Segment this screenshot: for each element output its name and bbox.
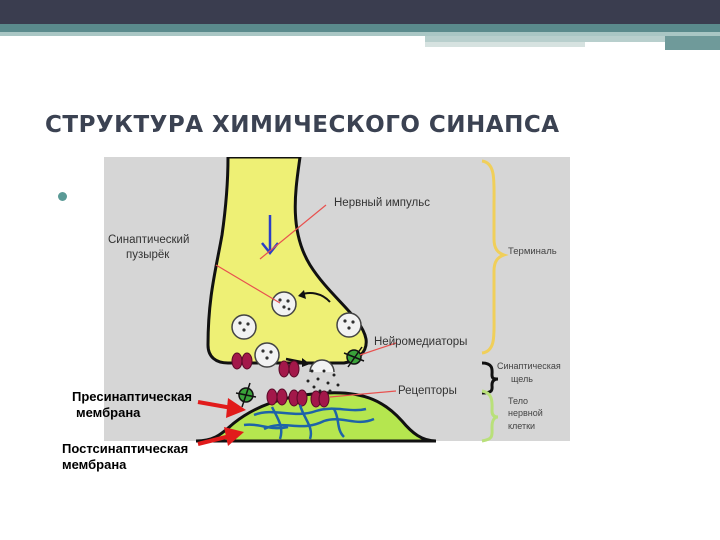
cytoskeleton-filaments — [243, 404, 375, 440]
presynaptic-red-arrow-icon — [197, 400, 233, 410]
arrowhead-icon — [226, 398, 246, 418]
presynaptic-receptor — [288, 360, 300, 378]
postsynaptic-label: Постсинаптическая — [62, 441, 189, 456]
postsynaptic-red-arrow-icon — [197, 434, 231, 446]
label-synaptic-cleft: щель — [511, 374, 533, 384]
pointer-line — [215, 264, 281, 304]
postsynaptic-receptor — [266, 388, 278, 406]
presynaptic-receptor — [241, 352, 253, 370]
synaptic-vesicle — [231, 314, 257, 340]
label-terminal: Терминаль — [508, 246, 557, 257]
synaptic-vesicle — [271, 291, 297, 317]
synapse-diagram: Нервный импульс Синаптический пузырёк Не… — [104, 157, 570, 449]
synaptic-vesicle — [254, 342, 280, 368]
label-synaptic-vesicle: Синаптический — [108, 234, 189, 246]
annotation-arrows — [197, 398, 246, 446]
slide-decor-band — [0, 24, 720, 32]
pointer-line — [259, 204, 327, 260]
presynaptic-receptor — [231, 352, 243, 370]
presynaptic-label: Пресинаптическая — [72, 389, 193, 404]
slide-decor-band — [425, 42, 585, 47]
presynaptic-terminal — [206, 157, 368, 365]
label-cell-body: клетки — [508, 421, 535, 431]
cleft-brace — [481, 361, 499, 395]
slide-decor-band — [665, 36, 720, 50]
fusing-vesicle — [309, 359, 335, 373]
postsynaptic-receptor — [276, 388, 288, 406]
slide-decor-band — [0, 32, 720, 36]
label-nerve-impulse: Нервный импульс — [334, 197, 430, 209]
arrowhead-icon — [302, 358, 310, 367]
postsynaptic-receptor — [318, 390, 330, 408]
label-cell-body: Тело — [508, 396, 528, 406]
postsynaptic-label: мембрана — [62, 457, 127, 472]
transporter-arrows-icon — [343, 346, 365, 368]
bullet-point — [58, 192, 67, 201]
label-cell-body: нервной — [508, 408, 543, 418]
slide-decor-band — [425, 36, 720, 42]
presynaptic-label: мембрана — [76, 405, 141, 420]
arrowhead-icon — [224, 427, 244, 446]
arrowhead-icon — [298, 290, 306, 299]
presynaptic-receptor — [278, 360, 290, 378]
label-synaptic-vesicle: пузырёк — [126, 249, 170, 261]
terminal-brace — [481, 159, 509, 355]
slide-title: СТРУКТУРА ХИМИЧЕСКОГО СИНАПСА — [45, 112, 560, 138]
label-receptors: Рецепторы — [398, 385, 457, 397]
synaptic-vesicle — [336, 312, 362, 338]
postsynaptic-receptor — [296, 389, 308, 407]
pointer-line — [359, 342, 397, 356]
slide-top-bar — [0, 0, 720, 24]
transporter-arrows-icon — [235, 382, 257, 408]
label-synaptic-cleft: Синаптическая — [497, 361, 561, 371]
pointer-line — [329, 390, 397, 398]
body-brace — [481, 389, 499, 443]
label-neurotransmitters: Нейромедиаторы — [374, 336, 467, 348]
